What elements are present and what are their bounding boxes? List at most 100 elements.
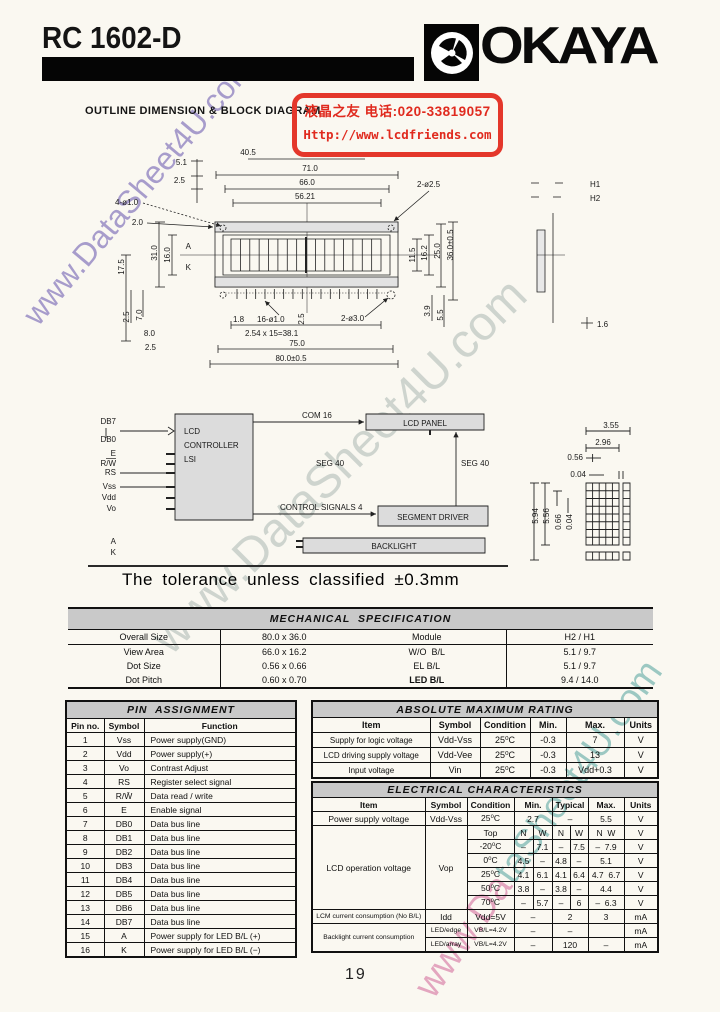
table-cell: 2 xyxy=(65,746,105,761)
table-cell: Data bus line xyxy=(143,816,297,831)
stamp-phone-line: 液晶之友 电话:020-33819057 xyxy=(304,104,491,119)
table-cell: 0.60 x 0.70 xyxy=(261,675,307,685)
table-cell: 7.1 xyxy=(532,839,553,854)
table-cell: – xyxy=(551,839,571,854)
table-cell: 1 xyxy=(65,732,105,747)
table-cell: N W xyxy=(587,825,625,840)
table-cell: 5.1 / 9.7 xyxy=(563,661,597,671)
table-cell: 13 xyxy=(65,900,105,915)
dim-label: H1 xyxy=(590,180,601,189)
table-cell: Condition xyxy=(479,717,531,733)
table-row: PIN ASSIGNMENT xyxy=(65,700,297,719)
table-cell: 70⁰C xyxy=(466,895,515,910)
table-cell: A xyxy=(103,928,145,943)
dim-label: 66.0 xyxy=(299,178,315,187)
title-underline-bar xyxy=(42,57,414,81)
table-cell: Symbol xyxy=(429,717,481,733)
table-cell: Data bus line xyxy=(143,900,297,915)
lcd-panel-box xyxy=(366,414,484,430)
table-title: ELECTRICAL CHARACTERISTICS xyxy=(311,781,659,798)
table-cell: Condition xyxy=(466,797,515,812)
table-cell: Vin xyxy=(429,762,481,779)
table-cell: DB0 xyxy=(103,816,145,831)
table-cell: 16 xyxy=(65,942,105,958)
dim-label: LSI xyxy=(184,455,196,464)
dim-label: R/W xyxy=(100,459,116,468)
table-cell: V xyxy=(623,825,659,840)
dim-label: CONTROL SIGNALS 4 xyxy=(280,503,363,512)
table-cell: N xyxy=(551,825,571,840)
table-cell xyxy=(587,923,625,938)
table-cell: VB/L=4.2V xyxy=(466,937,515,953)
table-cell: – xyxy=(513,937,553,953)
dim-label: A xyxy=(111,537,117,546)
dim-label: 5.1 xyxy=(176,158,188,167)
table-cell: DB3 xyxy=(103,858,145,873)
table-row: MECHANICAL SPECIFICATION xyxy=(68,608,654,630)
dim-label: 5.5 xyxy=(436,309,445,321)
dim-label: E xyxy=(111,449,116,458)
dim-label: 2.5 xyxy=(297,313,306,325)
table-cell: – xyxy=(532,881,553,896)
table-cell: 6.1 xyxy=(532,867,553,882)
pinwheel-icon xyxy=(430,31,473,74)
stamp-url-line: Http://www.lcdfriends.com xyxy=(303,127,492,142)
table-cell: LCD operation voltage xyxy=(311,825,426,910)
table-cell: 25⁰C xyxy=(479,732,531,748)
table-cell: Overall Size xyxy=(68,629,221,645)
table-cell: Max. xyxy=(565,717,625,733)
table-cell: Enable signal xyxy=(143,802,297,817)
table-cell: 4.7 6.7 xyxy=(587,867,625,882)
table-cell: 25⁰C xyxy=(479,747,531,763)
dim-label: SEG 40 xyxy=(461,459,490,468)
table-cell: 66.0 x 16.2 xyxy=(261,647,307,657)
table-cell: V xyxy=(623,811,659,826)
table-cell: Vop xyxy=(424,825,468,910)
dim-label: 80.0±0.5 xyxy=(275,354,307,363)
dim-label: DB7 xyxy=(100,417,116,426)
dim-label: COM 16 xyxy=(302,411,332,420)
table-row: ABSOLUTE MAXIMUM RATING xyxy=(311,700,659,718)
table-cell: Data bus line xyxy=(143,858,297,873)
dim-label: 2-ø2.5 xyxy=(417,180,441,189)
dim-label: LCD PANEL xyxy=(403,419,447,428)
table-cell: DB6 xyxy=(103,900,145,915)
table-cell: 7 xyxy=(65,816,105,831)
table-cell: Pin no. xyxy=(65,718,105,733)
segment-driver-box xyxy=(378,506,488,526)
table-cell: 5.5 xyxy=(587,811,625,826)
dim-label: RS xyxy=(105,468,116,477)
table-cell: H2 / H1 xyxy=(506,629,654,645)
table-cell: – xyxy=(513,895,534,910)
table-cell: 9.4 / 14.0 xyxy=(561,675,599,685)
dim-label: 5.56 xyxy=(542,508,551,524)
table-cell: -0.3 xyxy=(529,762,567,779)
table-cell: Dot Pitch xyxy=(68,673,221,688)
dim-label: 71.0 xyxy=(302,164,318,173)
table-cell: -0.3 xyxy=(529,747,567,763)
table-cell: 14 xyxy=(65,914,105,929)
table-cell: V xyxy=(623,881,659,896)
table-cell: -0.3 xyxy=(529,732,567,748)
dim-label: 1.8 xyxy=(233,315,245,324)
dim-label: 5.94 xyxy=(531,508,540,524)
dim-label: CONTROLLER xyxy=(184,441,239,450)
